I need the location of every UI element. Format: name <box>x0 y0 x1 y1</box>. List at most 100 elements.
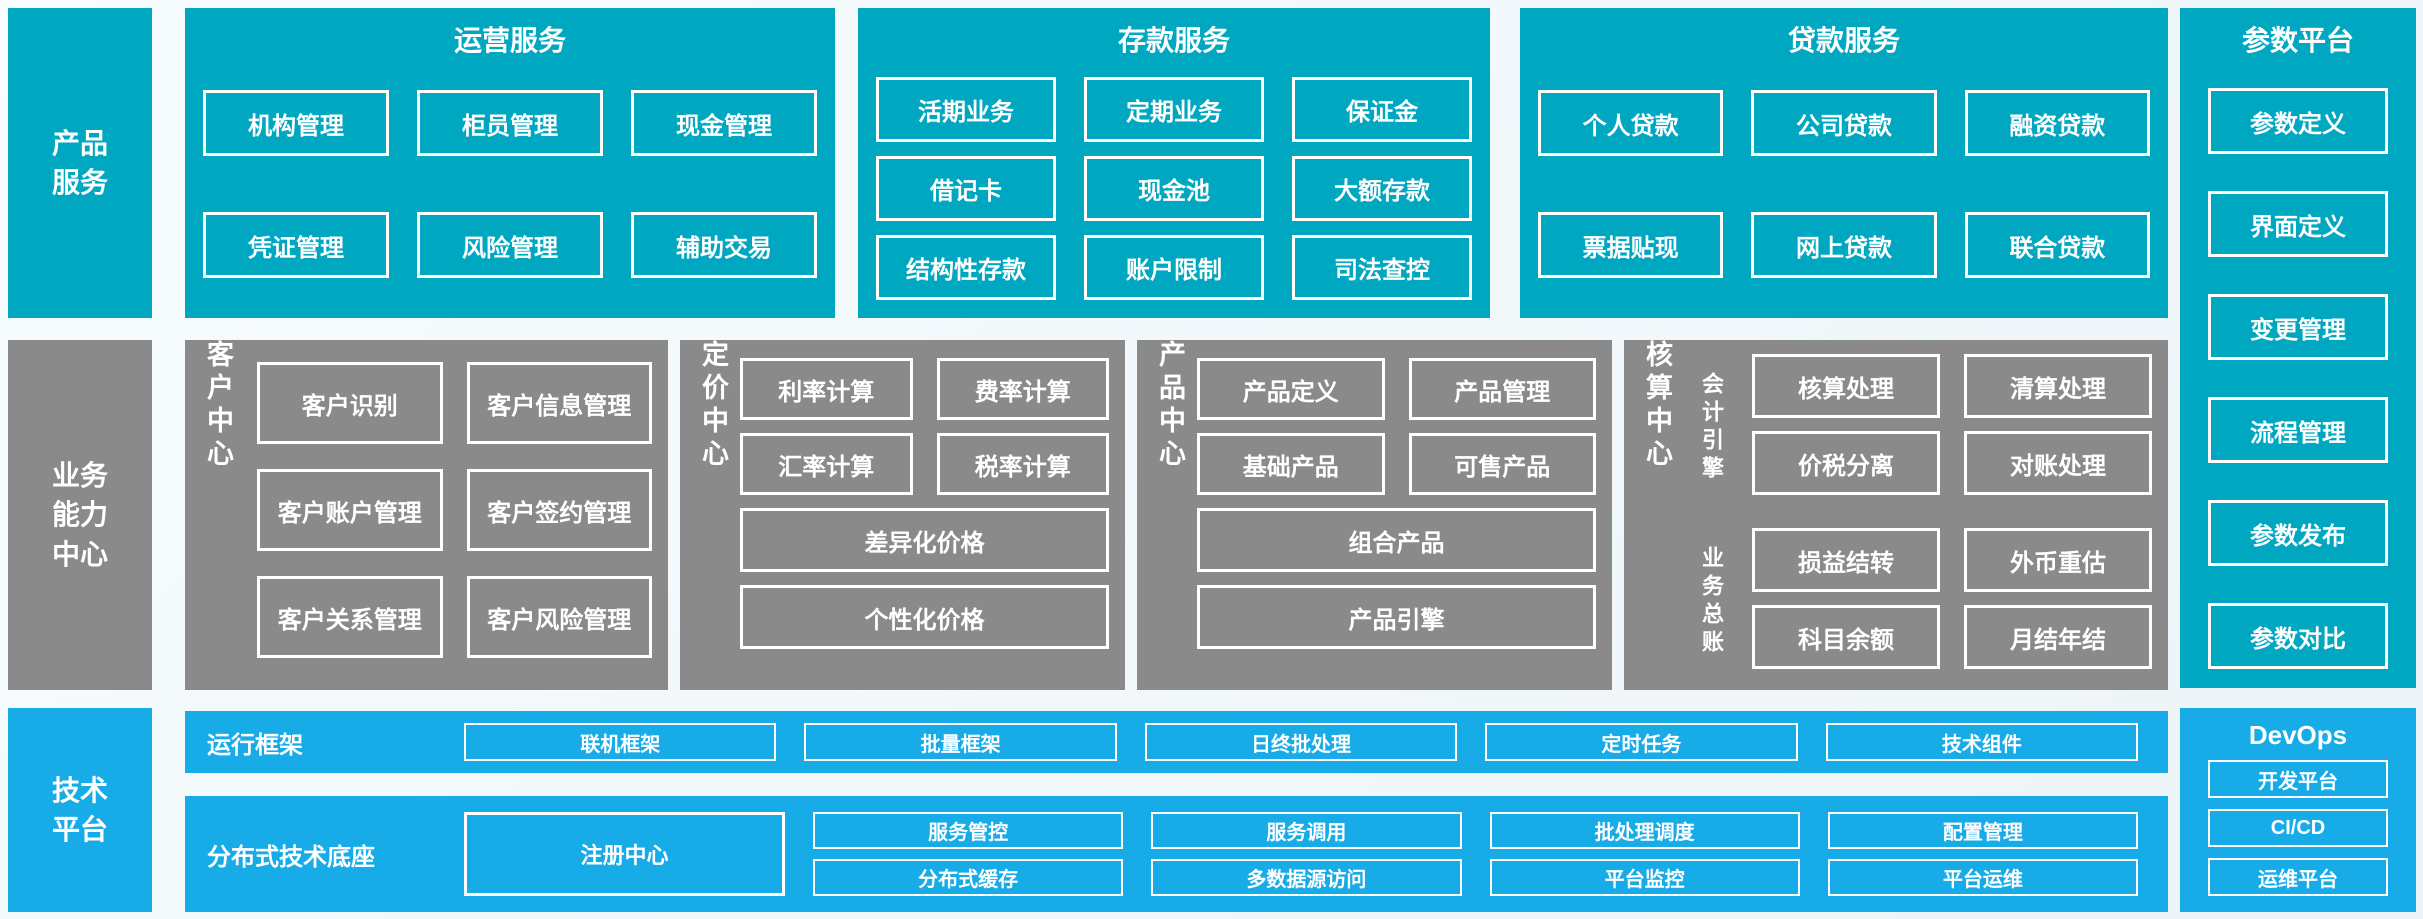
row: 利率计算 费率计算 <box>740 358 1109 420</box>
section-label: 运行框架 <box>207 731 303 759</box>
row: 损益结转 外币重估 <box>1752 528 2152 592</box>
service-box: 参数发布 <box>2208 500 2388 566</box>
capability-box: 价税分离 <box>1752 431 1940 495</box>
tech-box: 定时任务 <box>1485 723 1798 761</box>
tech-box: 联机框架 <box>464 723 777 761</box>
row: 基础产品 可售产品 <box>1197 433 1596 495</box>
service-box: 公司贷款 <box>1751 90 1937 156</box>
service-box: 柜员管理 <box>417 90 603 156</box>
row: 个人贷款 公司贷款 融资贷款 <box>1538 90 2150 156</box>
section-label: 分布式技术底座 <box>207 843 375 871</box>
rail-technology-platform: 技术平台 <box>8 708 152 912</box>
tech-box: 多数据源访问 <box>1151 859 1462 896</box>
capability-box: 核算处理 <box>1752 354 1940 418</box>
row: 科目余额 月结年结 <box>1752 605 2152 669</box>
row: 分布式缓存 多数据源访问 平台监控 平台运维 <box>813 859 2138 896</box>
service-box: 司法查控 <box>1292 235 1472 300</box>
rail-product-services-label: 产品服务 <box>51 127 108 198</box>
accounting-center-section: 核算中心 会计引擎 核算处理 清算处理 价税分离 对账处理 业务总账 <box>1624 340 2168 690</box>
group-rows: 核算处理 清算处理 价税分离 对账处理 <box>1752 354 2152 502</box>
service-box: 融资贷款 <box>1964 90 2150 156</box>
tech-box: 配置管理 <box>1827 812 2138 849</box>
capability-box: 税率计算 <box>936 433 1109 495</box>
pricing-grid: 利率计算 费率计算 汇率计算 税率计算 差异化价格 个性化价格 <box>740 358 1109 676</box>
service-box: 借记卡 <box>876 156 1056 221</box>
section-title: DevOps <box>2248 720 2348 750</box>
center-label: 核算中心 <box>1642 340 1672 472</box>
capability-box: 客户识别 <box>257 362 443 444</box>
row: 客户账户管理 客户签约管理 <box>257 469 652 551</box>
row: 机构管理 柜员管理 现金管理 <box>203 90 817 156</box>
capability-box: 组合产品 <box>1197 508 1596 572</box>
capability-box: 产品管理 <box>1408 358 1596 420</box>
customer-center-section: 客户中心 客户识别 客户信息管理 客户账户管理 客户签约管理 客户关系管理 客户… <box>185 340 668 690</box>
capability-box: 科目余额 <box>1752 605 1940 669</box>
tech-box: 开发平台 <box>2208 760 2388 798</box>
row: 借记卡 现金池 大额存款 <box>876 156 1472 221</box>
section-title: 存款服务 <box>1117 25 1230 56</box>
customer-grid: 客户识别 客户信息管理 客户账户管理 客户签约管理 客户关系管理 客户风险管理 <box>257 362 652 670</box>
devops-section: DevOps 开发平台 CI/CD 运维平台 <box>2180 708 2416 912</box>
row: 结构性存款 账户限制 司法查控 <box>876 235 1472 300</box>
group-label: 会计引擎 <box>1699 372 1724 484</box>
capability-box: 损益结转 <box>1752 528 1940 592</box>
capability-box: 对账处理 <box>1964 431 2152 495</box>
capability-box: 客户关系管理 <box>257 576 443 658</box>
framework-items: 联机框架 批量框架 日终批处理 定时任务 技术组件 <box>464 723 2139 761</box>
tech-box: 批量框架 <box>804 723 1117 761</box>
center-label: 定价中心 <box>698 340 728 472</box>
service-box: 现金管理 <box>631 90 817 156</box>
capability-box: 清算处理 <box>1964 354 2152 418</box>
rail-technology-platform-label: 技术平台 <box>51 774 108 845</box>
service-box: 联合贷款 <box>1964 212 2150 278</box>
group-label: 业务总账 <box>1699 546 1724 658</box>
section-title: 运营服务 <box>453 25 566 56</box>
capability-box: 客户信息管理 <box>466 362 652 444</box>
service-box: 票据贴现 <box>1538 212 1724 278</box>
rail-business-capability-center: 业务能力中心 <box>8 340 152 690</box>
product-center-section: 产品中心 产品定义 产品管理 基础产品 可售产品 组合产品 产品引擎 <box>1137 340 1612 690</box>
service-box: 个人贷款 <box>1538 90 1724 156</box>
business-ledger-group: 业务总账 损益结转 外币重估 科目余额 月结年结 <box>1688 528 2152 676</box>
product-grid: 产品定义 产品管理 基础产品 可售产品 组合产品 产品引擎 <box>1197 358 1596 676</box>
rail-product-services: 产品服务 <box>8 8 152 318</box>
capability-box: 产品定义 <box>1197 358 1385 420</box>
service-box: 风险管理 <box>417 212 603 278</box>
distributed-base-section: 分布式技术底座 注册中心 服务管控 服务调用 批处理调度 配置管理 分布式缓存 … <box>185 796 2168 912</box>
capability-box: 费率计算 <box>936 358 1109 420</box>
service-box: 结构性存款 <box>876 235 1056 300</box>
service-box: 机构管理 <box>203 90 389 156</box>
service-box: 账户限制 <box>1084 235 1264 300</box>
capability-box: 月结年结 <box>1964 605 2152 669</box>
service-box: 保证金 <box>1292 77 1472 142</box>
parameter-platform-section: 参数平台 参数定义 界面定义 变更管理 流程管理 参数发布 参数对比 <box>2180 8 2416 688</box>
tech-box: 分布式缓存 <box>813 859 1124 896</box>
operations-rows: 机构管理 柜员管理 现金管理 凭证管理 风险管理 辅助交易 <box>203 90 817 278</box>
service-box: 大额存款 <box>1292 156 1472 221</box>
service-box: 辅助交易 <box>631 212 817 278</box>
service-box: 流程管理 <box>2208 397 2388 463</box>
center-label: 产品中心 <box>1155 340 1185 472</box>
row: 票据贴现 网上贷款 联合贷款 <box>1538 212 2150 278</box>
base-grid: 服务管控 服务调用 批处理调度 配置管理 分布式缓存 多数据源访问 平台监控 平… <box>813 812 2138 896</box>
row: 核算处理 清算处理 <box>1752 354 2152 418</box>
tech-box: 服务管控 <box>813 812 1124 849</box>
capability-box: 个性化价格 <box>740 585 1109 649</box>
base-content: 注册中心 服务管控 服务调用 批处理调度 配置管理 分布式缓存 多数据源访问 平… <box>464 812 2138 896</box>
row: 客户识别 客户信息管理 <box>257 362 652 444</box>
capability-box: 客户风险管理 <box>466 576 652 658</box>
rail-business-capability-label: 业务能力中心 <box>51 460 108 570</box>
row: 汇率计算 税率计算 <box>740 433 1109 495</box>
capability-box: 基础产品 <box>1197 433 1385 495</box>
tech-box: 服务调用 <box>1151 812 1462 849</box>
row: 产品定义 产品管理 <box>1197 358 1596 420</box>
accounting-groups: 会计引擎 核算处理 清算处理 价税分离 对账处理 业务总账 损益结转 <box>1688 354 2152 676</box>
capability-box: 客户签约管理 <box>466 469 652 551</box>
service-box: 现金池 <box>1084 156 1264 221</box>
section-title: 贷款服务 <box>1787 25 1900 56</box>
service-box: 网上贷款 <box>1751 212 1937 278</box>
row: 客户关系管理 客户风险管理 <box>257 576 652 658</box>
center-label: 客户中心 <box>203 340 233 472</box>
capability-box: 客户账户管理 <box>257 469 443 551</box>
